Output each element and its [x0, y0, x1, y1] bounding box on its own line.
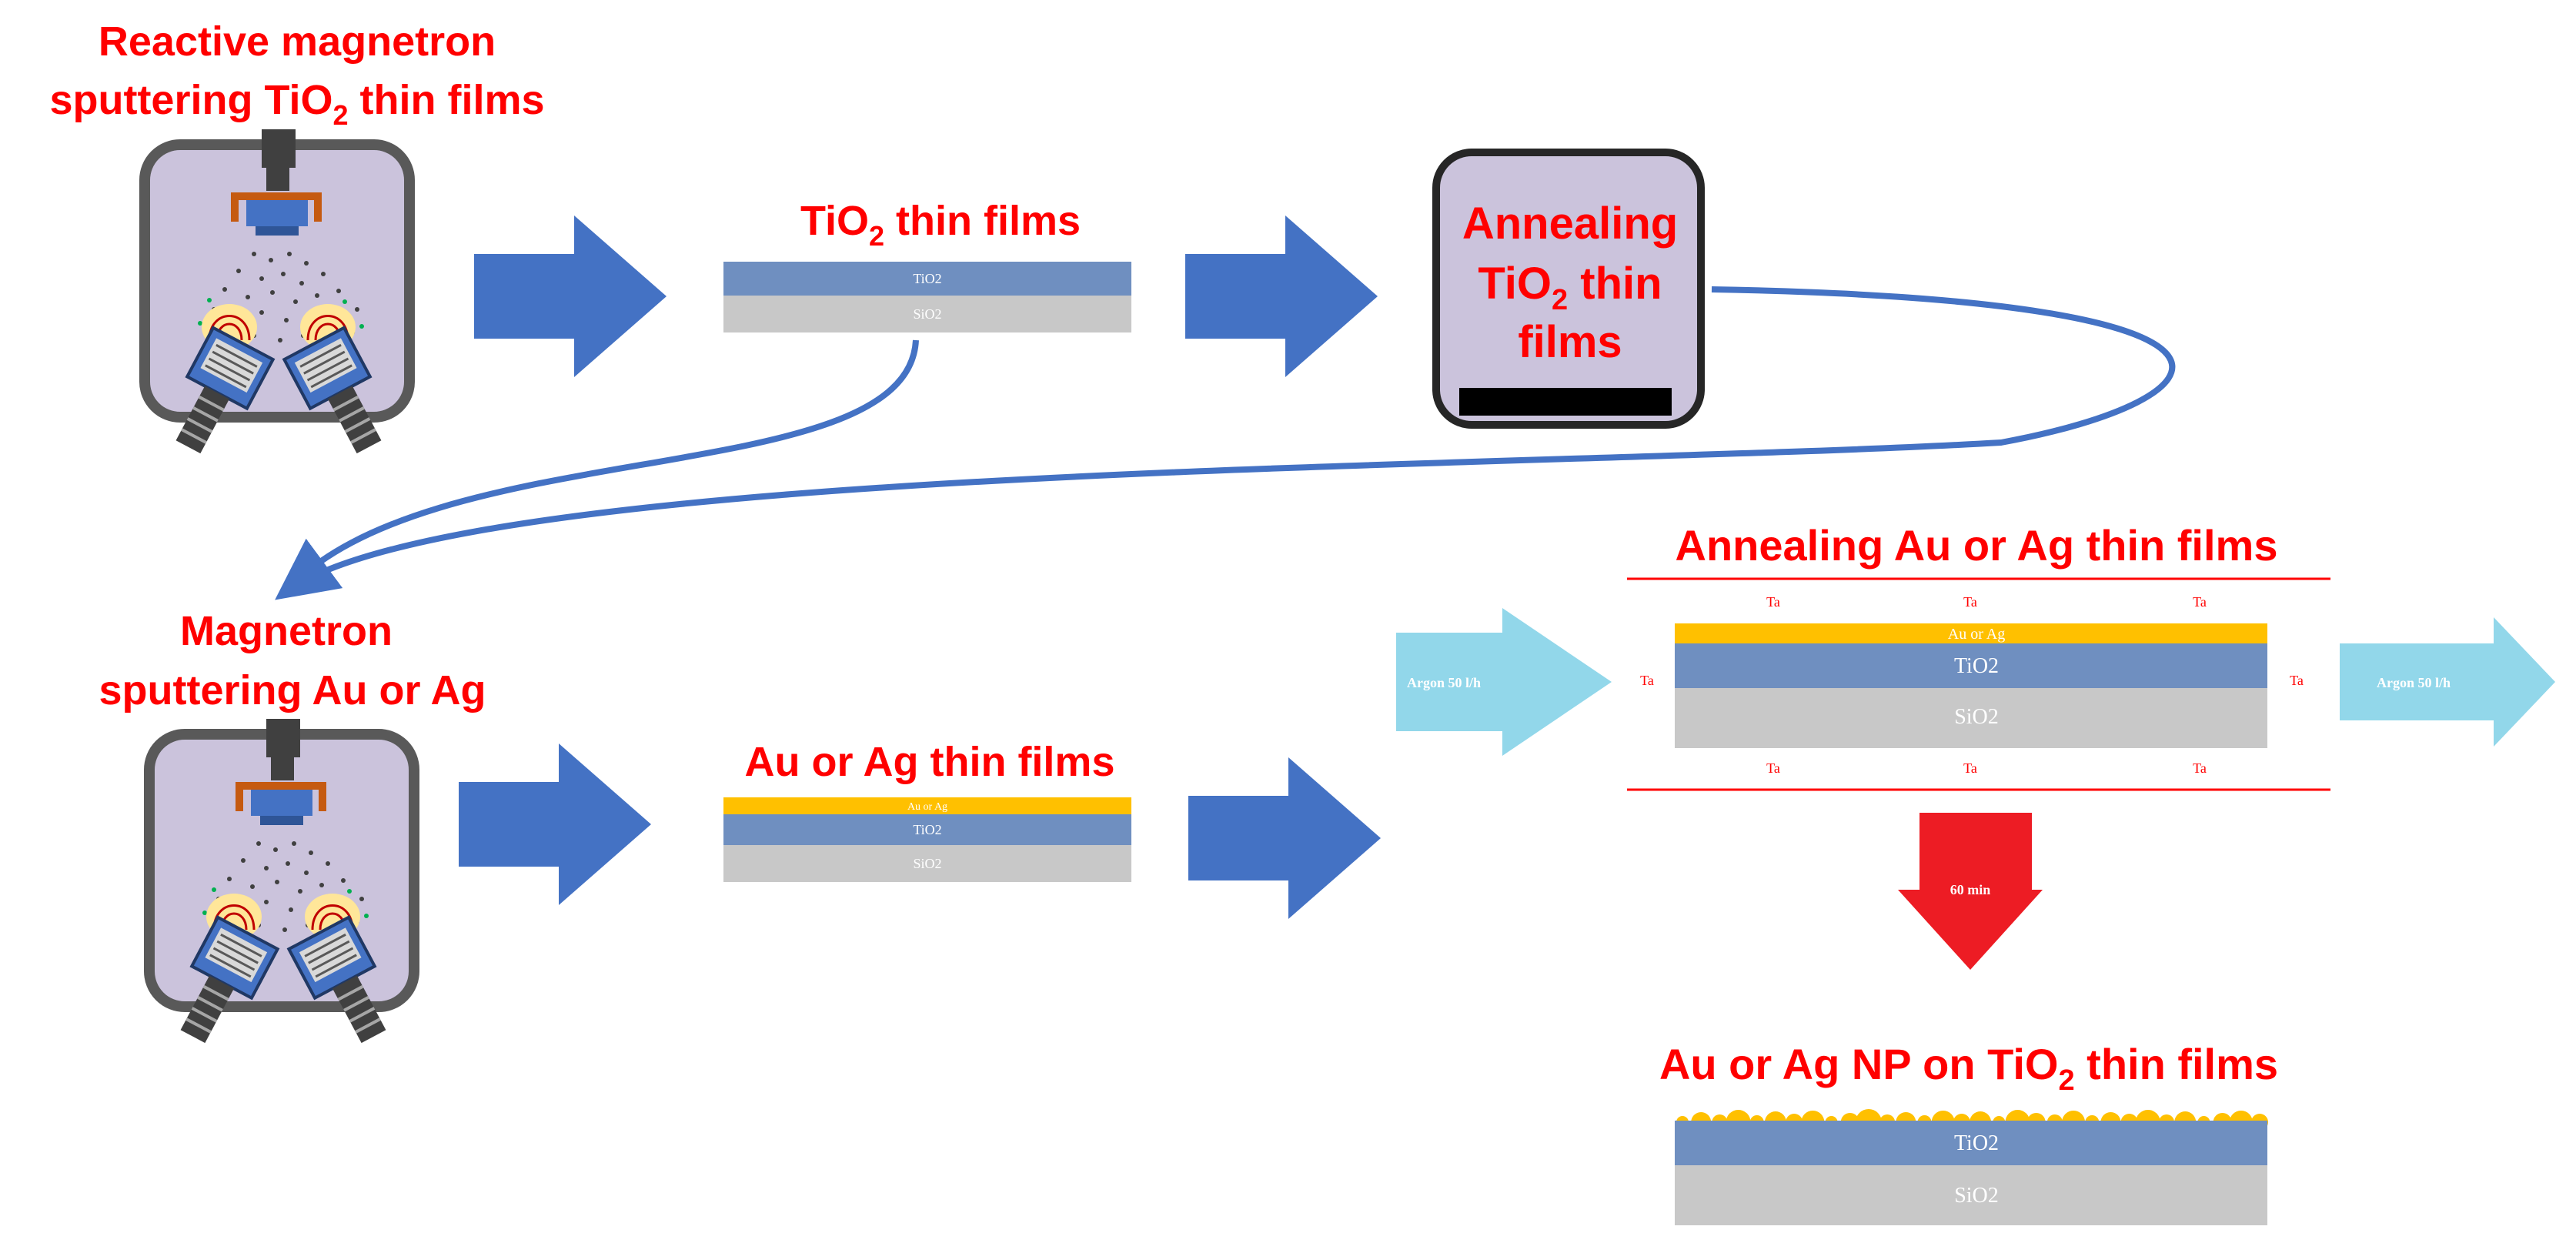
sputter-tio2-title-line2: sputtering TiO2 thin films: [49, 77, 544, 131]
anneal-metal-layer: [1675, 623, 2267, 643]
sio2-layer-label: SiO2: [913, 306, 941, 322]
tio2-layer: [723, 262, 1131, 296]
anneal-metal-layer-label: Au or Ag: [1948, 626, 2005, 643]
metal-layer-label: Au or Ag: [907, 801, 947, 813]
result-tio2-layer: [1675, 1121, 2267, 1165]
anneal-tio2-layer-label: TiO2: [1954, 654, 1999, 678]
sio2-layer-label-2: SiO2: [913, 856, 941, 871]
temp-label-top-2: Ta: [1963, 594, 1977, 610]
tio2-films-title: TiO2 thin films: [800, 198, 1081, 252]
anneal-tio2-line3: films: [1518, 317, 1622, 367]
temp-label-right: Ta: [2290, 673, 2304, 688]
sputter-tio2-title-line1: Reactive magnetron: [99, 18, 496, 65]
tio2-layer-2: [723, 814, 1131, 845]
annealing-furnace: [1432, 149, 1705, 429]
temp-label-top-1: Ta: [1766, 594, 1780, 610]
sputter-metal-title-line1: Magnetron: [180, 608, 393, 654]
argon-outlet-arrow: [2340, 617, 2555, 747]
anneal-sio2-layer-label: SiO2: [1954, 705, 1999, 729]
temp-label-bottom-1: Ta: [1766, 760, 1780, 776]
result-tio2-layer-label: TiO2: [1954, 1131, 1999, 1155]
time-arrow-down: [1898, 813, 2043, 970]
sputter-metal-title-line2: sputtering Au or Ag: [99, 667, 486, 713]
anneal-sio2-layer: [1675, 688, 2267, 748]
sio2-layer-2: [723, 845, 1131, 882]
sputter-chamber-1: [145, 129, 409, 463]
metal-films-title: Au or Ag thin films: [745, 739, 1115, 785]
anneal-tio2-line1: Annealing: [1462, 199, 1678, 249]
result-sio2-layer-label: SiO2: [1954, 1184, 1999, 1208]
anneal-tio2-layer: [1675, 643, 2267, 688]
arrow-right-4: [1188, 757, 1381, 919]
argon-outlet-label: Argon 50 l/h: [2377, 675, 2451, 690]
temp-label-left: Ta: [1640, 673, 1654, 688]
argon-inlet-arrow: [1396, 608, 1612, 756]
temp-label-bottom-2: Ta: [1963, 760, 1977, 776]
sio2-layer: [723, 296, 1131, 332]
tio2-layer-label-2: TiO2: [913, 822, 941, 837]
connector-from-tio2-films: [282, 339, 919, 595]
arrow-right-1: [474, 216, 667, 377]
connector-from-annealed-tio2: [275, 286, 2176, 600]
temp-label-top-3: Ta: [2193, 594, 2207, 610]
furnace-heater: [1459, 388, 1672, 416]
sputter-chamber-2: [149, 719, 414, 1052]
metal-layer: [723, 797, 1131, 814]
temp-label-bottom-3: Ta: [2193, 760, 2207, 776]
arrow-right-3: [459, 743, 651, 905]
tio2-layer-label: TiO2: [913, 271, 941, 286]
result-title: Au or Ag NP on TiO2 thin films: [1659, 1040, 2278, 1097]
arrow-right-2: [1185, 216, 1378, 377]
anneal-tio2-line2: TiO2 thin: [1478, 259, 1662, 316]
argon-inlet-label: Argon 50 l/h: [1407, 675, 1481, 690]
result-sio2-layer: [1675, 1165, 2267, 1225]
anneal-time-label: 60 min: [1950, 882, 1991, 897]
anneal-metal-title: Annealing Au or Ag thin films: [1676, 521, 2278, 570]
